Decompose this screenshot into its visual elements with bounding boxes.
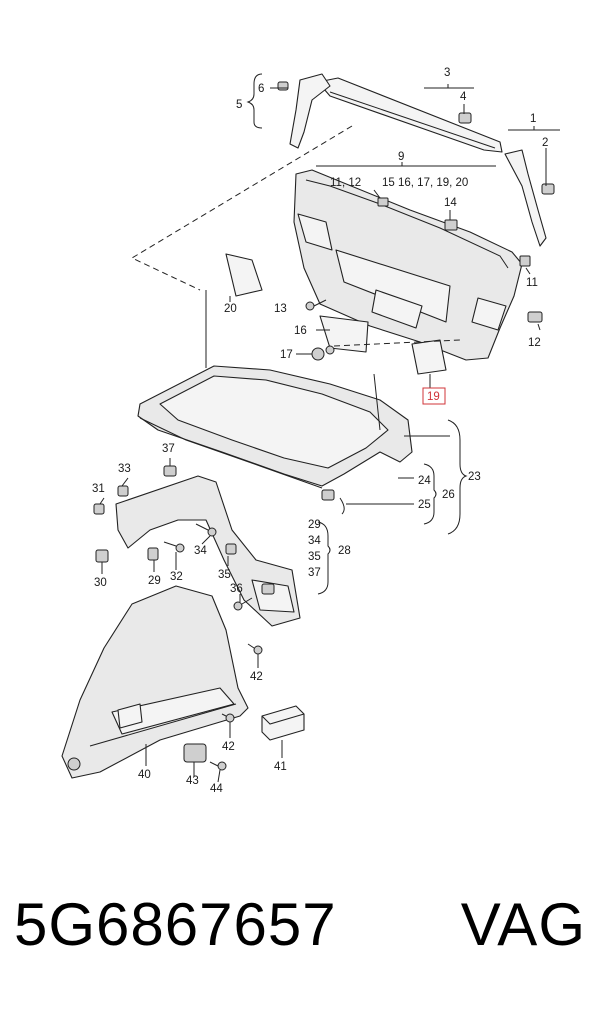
brace-9	[316, 162, 496, 167]
label-41: 41	[274, 761, 287, 773]
brace-28	[317, 521, 331, 595]
label-6: 6	[258, 83, 264, 95]
label-30: 30	[94, 577, 107, 589]
label-11: 11	[526, 277, 538, 289]
label-40: 40	[138, 769, 151, 781]
clip-33	[117, 485, 129, 497]
label-5: 5	[236, 99, 242, 111]
clip-30	[95, 549, 109, 563]
part-number: 5G6867657	[14, 891, 337, 958]
label-23: 23	[468, 471, 481, 483]
label-25: 25	[418, 499, 431, 511]
label-33: 33	[118, 463, 131, 475]
label-16: 16	[294, 325, 307, 337]
label-28-list-2: 35	[308, 551, 321, 563]
label-32: 32	[170, 571, 183, 583]
dashed-leader-5	[130, 125, 353, 291]
screw-42b	[221, 713, 235, 723]
label-35: 35	[218, 569, 231, 581]
label-44: 44	[210, 783, 223, 795]
screw-32	[163, 541, 185, 553]
label-34: 34	[194, 545, 207, 557]
label-24: 24	[418, 475, 431, 487]
clip-37	[163, 465, 177, 477]
label-12: 12	[528, 337, 541, 349]
luggage-cover-shelf	[137, 290, 413, 515]
label-28-list-1: 34	[308, 535, 321, 547]
label-37: 37	[162, 443, 175, 455]
label-1: 1	[530, 113, 536, 125]
screw-44	[209, 761, 227, 771]
handle-43	[183, 743, 207, 763]
exploded-parts-diagram: 1 2 3 4 5 6 9 11, 12 15 16, 17, 19, 20 1…	[61, 67, 560, 795]
label-42a: 42	[250, 671, 263, 683]
label-19: 19	[427, 391, 440, 403]
label-13: 13	[274, 303, 287, 315]
label-9: 9	[398, 151, 404, 163]
dashed-leader-17	[333, 339, 461, 347]
clip-31	[93, 503, 105, 515]
label-4: 4	[460, 91, 467, 103]
brace-1	[508, 126, 560, 131]
label-42b: 42	[222, 741, 235, 753]
brace-26	[423, 463, 437, 525]
tailgate-trim-panel	[293, 169, 543, 361]
brace-23	[447, 419, 468, 535]
label-36: 36	[230, 583, 243, 595]
side-trim-28	[115, 475, 301, 627]
brand-name: VAG	[460, 891, 586, 958]
label-15-group: 15 16, 17, 19, 20	[382, 177, 468, 189]
label-31: 31	[92, 483, 105, 495]
right-pillar-trim	[504, 149, 555, 247]
upper-trim-strip	[317, 77, 503, 153]
clip-35	[225, 543, 237, 555]
screw-34	[195, 523, 217, 537]
fastener-17	[311, 345, 335, 361]
clip-part-4	[458, 112, 472, 124]
label-3: 3	[444, 67, 450, 79]
label-20: 20	[224, 303, 237, 315]
screw-42a	[247, 643, 263, 655]
label-28: 28	[338, 545, 351, 557]
label-19-highlight-box	[422, 387, 446, 405]
label-28-list-0: 29	[308, 519, 321, 531]
clip-29	[147, 547, 159, 561]
lower-side-panel-40	[61, 585, 249, 779]
cover-part-16	[319, 315, 369, 353]
brace-5	[246, 73, 263, 129]
label-2: 2	[542, 137, 548, 149]
label-43: 43	[186, 775, 199, 787]
screw-13	[305, 299, 327, 311]
cover-part-19	[411, 339, 447, 375]
panel-part-41	[261, 705, 305, 741]
label-11-12: 11, 12	[330, 177, 361, 189]
label-14: 14	[444, 197, 457, 209]
brace-3	[424, 84, 474, 89]
cover-part-20	[225, 253, 263, 297]
left-pillar-trim	[277, 73, 331, 149]
label-26: 26	[442, 489, 455, 501]
screw-36	[233, 597, 253, 611]
label-17: 17	[280, 349, 293, 361]
label-28-list-3: 37	[308, 567, 321, 579]
label-29: 29	[148, 575, 161, 587]
